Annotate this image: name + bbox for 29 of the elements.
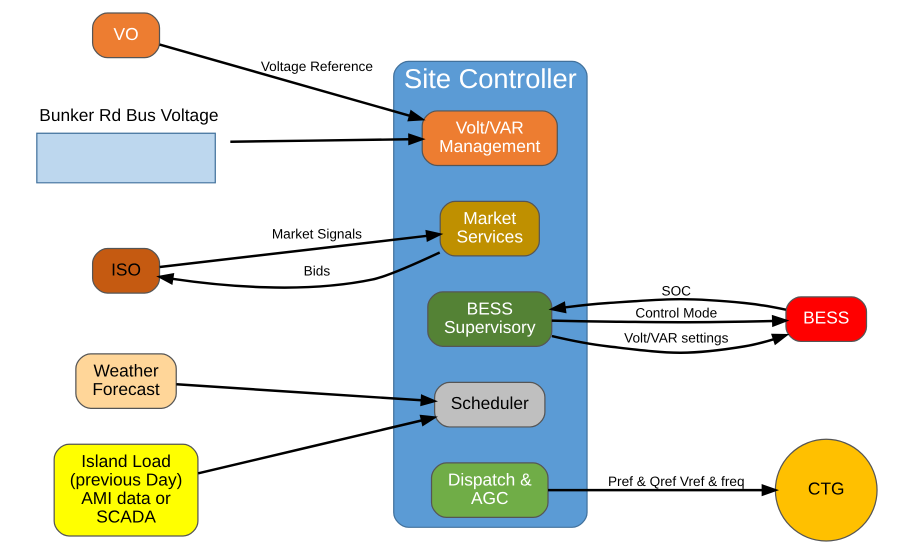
edge-label: Pref & Qref Vref & freq [608,474,745,490]
node-box: Volt/VAR Management [422,110,558,166]
arrow [160,230,444,268]
arrow [159,43,426,122]
edge-label: Bids [304,264,330,279]
arrow [548,298,786,314]
arrow [552,334,790,354]
edge-label: Market Signals [272,226,362,242]
arrow [230,133,426,146]
node-box: BESS Supervisory [427,291,552,347]
node-box: Island Load (previous Day) AMI data or SCADA [54,444,199,537]
edge-label: Control Mode [635,306,718,321]
node-circle: CTG [774,438,878,542]
arrow [156,251,440,289]
edge-label: SOC [662,283,692,298]
arrow [176,383,438,406]
node-box: Scheduler [434,382,546,428]
node-label: Bunker Rd Bus Voltage [39,105,218,126]
node-box: ISO [92,248,160,294]
node-box: VO [92,12,160,58]
node-box: Weather Forecast [75,353,177,409]
node-box: Dispatch & AGC [430,462,549,518]
edge-label: Voltage Reference [260,59,373,74]
node-box: BESS [785,296,868,342]
arrow [552,314,790,328]
arrow [198,414,438,475]
node-box: Market Services [440,200,540,257]
edge-label: Volt/VAR settings [624,330,728,346]
arrow [548,484,780,496]
